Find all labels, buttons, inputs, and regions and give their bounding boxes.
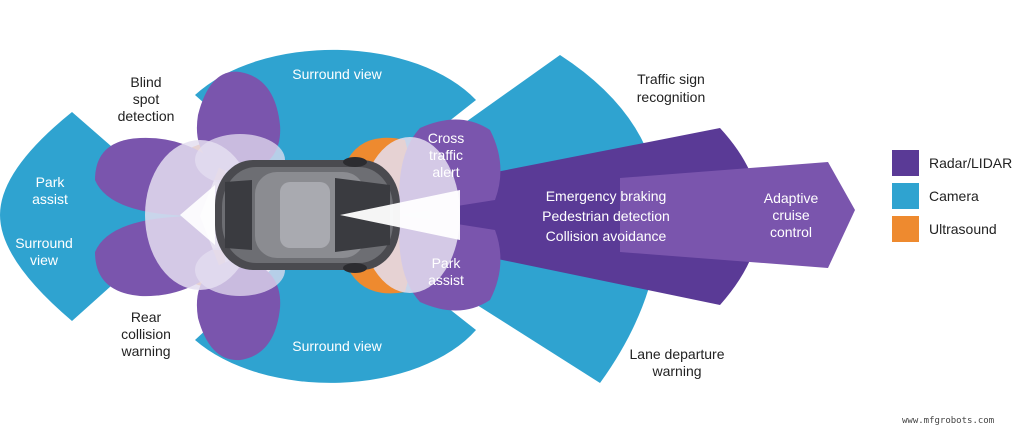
legend-item-ultrasound: Ultrasound [892, 216, 1012, 242]
label-blind-spot-3: detection [118, 108, 175, 124]
legend-label-radar: Radar/LIDAR [929, 155, 1013, 171]
legend-item-radar: Radar/LIDAR [892, 150, 1012, 176]
label-collision-avoidance: Collision avoidance [546, 228, 667, 244]
label-traffic-sign-2: recognition [637, 89, 706, 105]
radar-long-range-zone [430, 128, 760, 305]
label-park-assist-front-1: Park [432, 255, 462, 271]
label-surround-view-rear-2: view [30, 252, 59, 268]
label-surround-view-rear-1: Surround [15, 235, 73, 251]
label-lane-departure-2: warning [651, 363, 701, 379]
legend-item-camera: Camera [892, 183, 1012, 209]
label-rear-collision-1: Rear [131, 309, 162, 325]
label-traffic-sign-1: Traffic sign [637, 71, 705, 87]
legend-swatch-ultrasound [892, 216, 919, 242]
legend-swatch-radar [892, 150, 919, 176]
label-rear-collision-3: warning [120, 343, 170, 359]
label-surround-view-bottom: Surround view [292, 338, 382, 354]
label-cross-traffic-1: Cross [428, 130, 465, 146]
label-pedestrian-detection: Pedestrian detection [542, 208, 670, 224]
camera-rear-zone [0, 112, 190, 321]
legend-label-camera: Camera [929, 188, 979, 204]
legend: Radar/LIDAR Camera Ultrasound [892, 150, 1012, 249]
rear-sensor-beam [180, 185, 215, 245]
label-park-assist-front-2: assist [428, 272, 464, 288]
front-sensor-beam [340, 190, 460, 240]
label-cross-traffic-2: traffic [429, 147, 463, 163]
label-adaptive-cruise-1: Adaptive [764, 190, 819, 206]
label-park-assist-rear-2: assist [32, 191, 68, 207]
watermark: www.mfgrobots.com [902, 416, 995, 426]
car-illustration [215, 157, 400, 273]
label-blind-spot-2: spot [133, 91, 160, 107]
radar-adaptive-cruise-zone [620, 162, 855, 268]
label-rear-collision-2: collision [121, 326, 171, 342]
label-park-assist-rear-1: Park [36, 174, 66, 190]
label-surround-view-top: Surround view [292, 66, 382, 82]
legend-label-ultrasound: Ultrasound [929, 221, 997, 237]
label-lane-departure-1: Lane departure [630, 346, 725, 362]
label-cross-traffic-3: alert [432, 164, 459, 180]
label-emergency-braking: Emergency braking [546, 188, 667, 204]
label-blind-spot-1: Blind [130, 74, 161, 90]
legend-swatch-camera [892, 183, 919, 209]
label-adaptive-cruise-2: cruise [772, 207, 810, 223]
label-adaptive-cruise-3: control [770, 224, 812, 240]
